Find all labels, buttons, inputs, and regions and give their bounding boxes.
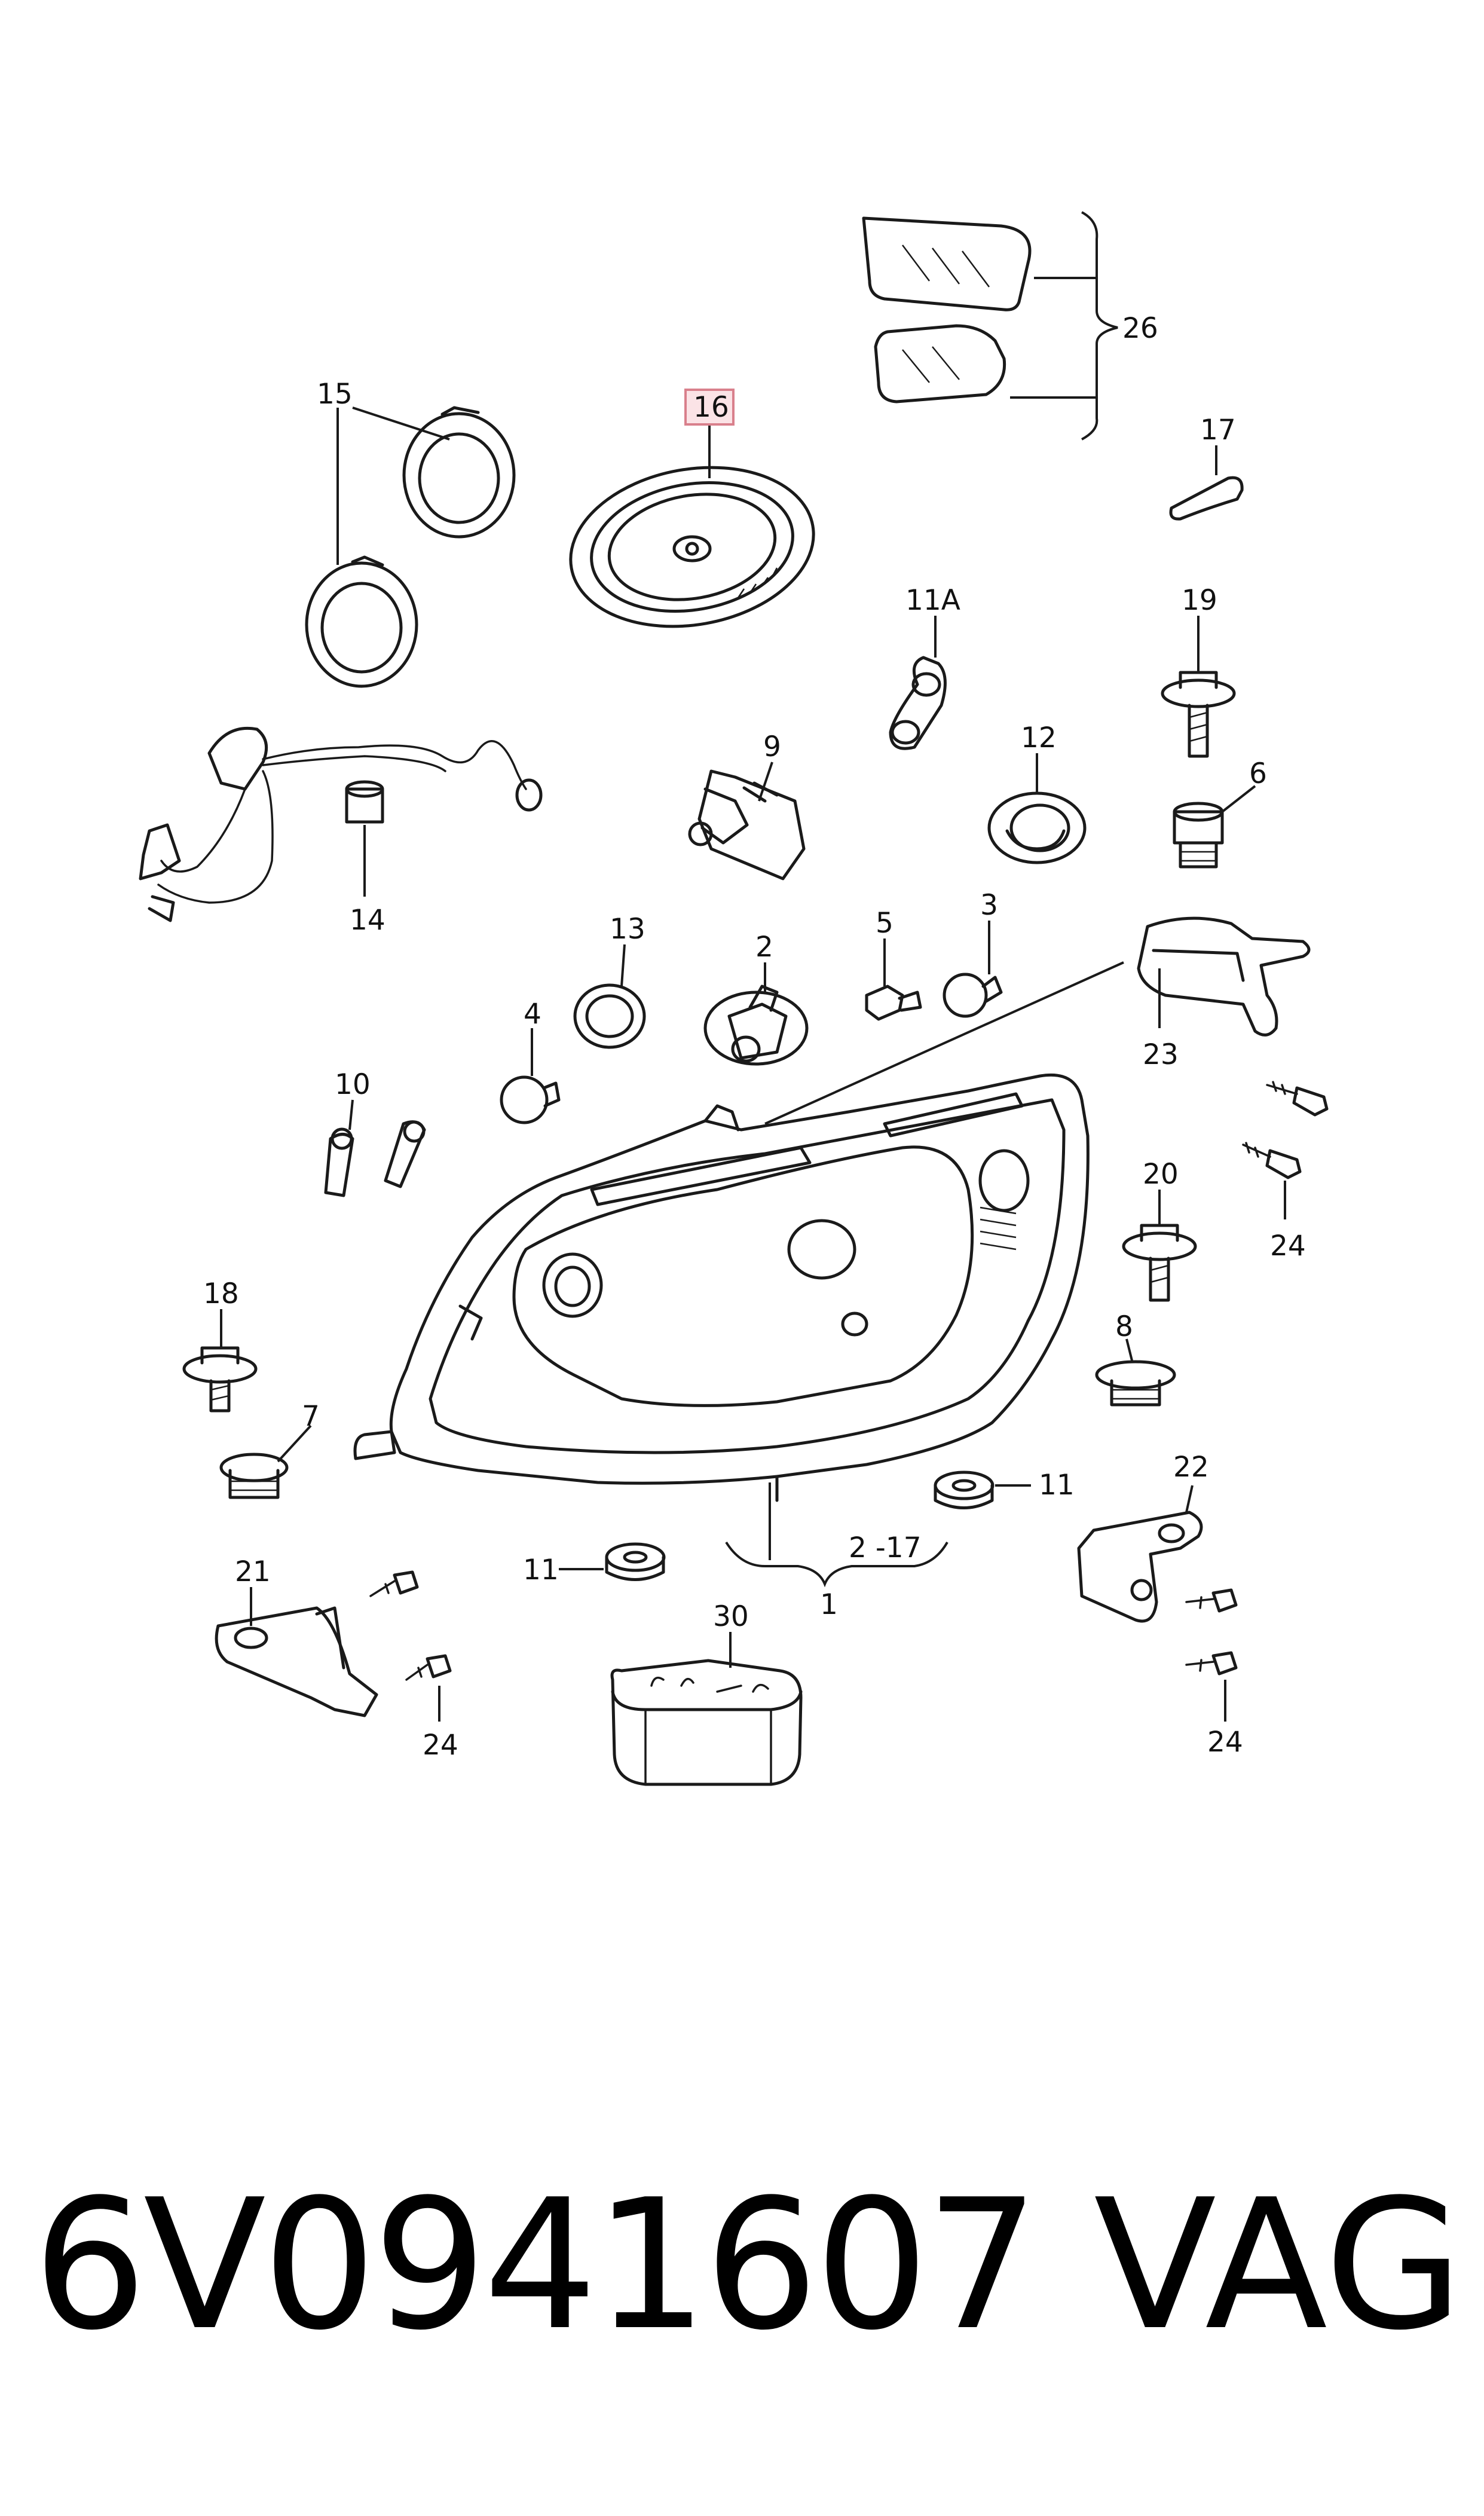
- callout-20: 20: [1143, 1158, 1179, 1191]
- callout-3: 3: [980, 889, 998, 922]
- callout-2-17: 2 -17: [849, 1531, 922, 1564]
- part-22-bracket: [1077, 1485, 1203, 1623]
- part-12-bulb-holder: [987, 753, 1087, 864]
- part-26-lens-covers: [862, 211, 1118, 441]
- part-11A-grommet: [889, 616, 947, 750]
- part-24-screws-lower-left: [369, 1570, 452, 1722]
- part-13-socket: [573, 944, 646, 1049]
- callout-12: 12: [1021, 722, 1057, 754]
- part-21-bracket: [215, 1587, 378, 1717]
- part-24-screws-lower-right: [1185, 1588, 1238, 1722]
- part-16-headlight-cover: [569, 421, 815, 628]
- callout-19: 19: [1182, 584, 1217, 617]
- callout-24-upper: 24: [1270, 1230, 1306, 1262]
- part-14-wiring-harness: [139, 726, 543, 922]
- callout-11A: 11A: [905, 584, 960, 617]
- callout-11-right: 11: [1039, 1469, 1075, 1502]
- leader-23: [764, 961, 1124, 1125]
- callout-10: 10: [335, 1068, 371, 1101]
- callout-9: 9: [763, 730, 781, 763]
- footer: 6V0941607 VAG: [0, 2164, 1484, 2367]
- part-2-bulb: [703, 962, 809, 1066]
- callout-15: 15: [317, 378, 353, 411]
- callout-5: 5: [876, 907, 894, 940]
- part-17-clip: [1169, 445, 1244, 521]
- part-5-bulb: [865, 938, 922, 1021]
- part-15-seal-caps: [305, 406, 516, 688]
- part-1-headlight-housing: [353, 1073, 1090, 1588]
- part-18-bolt: [182, 1309, 258, 1413]
- callout-11-left: 11: [523, 1554, 559, 1586]
- callout-14: 14: [350, 904, 385, 937]
- highlight-box-16: [684, 389, 735, 426]
- callout-13: 13: [610, 913, 645, 946]
- callout-17: 17: [1200, 414, 1236, 447]
- part-3-bulb: [943, 921, 1003, 1018]
- callout-21: 21: [235, 1555, 271, 1588]
- part-6-connector: [1173, 785, 1256, 869]
- callout-16: 16: [693, 391, 729, 424]
- callout-23: 23: [1143, 1038, 1179, 1071]
- part-7-connector: [219, 1424, 312, 1499]
- part-23-bracket: [1137, 916, 1311, 1037]
- part-24-screws-upper: [1242, 1081, 1329, 1219]
- callout-22: 22: [1173, 1451, 1209, 1484]
- callout-labels: 26 15 16 17 11A 19 9 12 6 14 13 2 5 3 23…: [203, 312, 1306, 1762]
- callout-18: 18: [203, 1277, 239, 1310]
- brand-name: VAG: [1094, 2161, 1464, 2370]
- part-number: 6V0941607: [33, 2161, 1039, 2370]
- callout-7: 7: [302, 1400, 320, 1433]
- callout-24-lower-left: 24: [423, 1729, 458, 1762]
- callout-24-lower-right: 24: [1207, 1726, 1243, 1759]
- callout-6: 6: [1249, 757, 1267, 790]
- part-11-grommet-right: [934, 1471, 1031, 1509]
- callout-1: 1: [820, 1588, 838, 1621]
- callout-2: 2: [755, 931, 773, 964]
- callout-4: 4: [524, 998, 541, 1031]
- callout-26: 26: [1122, 312, 1158, 345]
- part-9-motor: [688, 762, 806, 881]
- part-20-bolt: [1122, 1190, 1197, 1302]
- callout-30: 30: [713, 1600, 749, 1633]
- part-10-bulbs: [324, 1099, 426, 1197]
- part-30-repair-kit-box: [610, 1632, 803, 1786]
- part-8-connector: [1095, 1338, 1176, 1407]
- part-4-bulb: [500, 1028, 561, 1124]
- part-11-grommet-left: [559, 1542, 666, 1581]
- part-19-bolt: [1161, 616, 1236, 758]
- callout-8: 8: [1115, 1310, 1133, 1343]
